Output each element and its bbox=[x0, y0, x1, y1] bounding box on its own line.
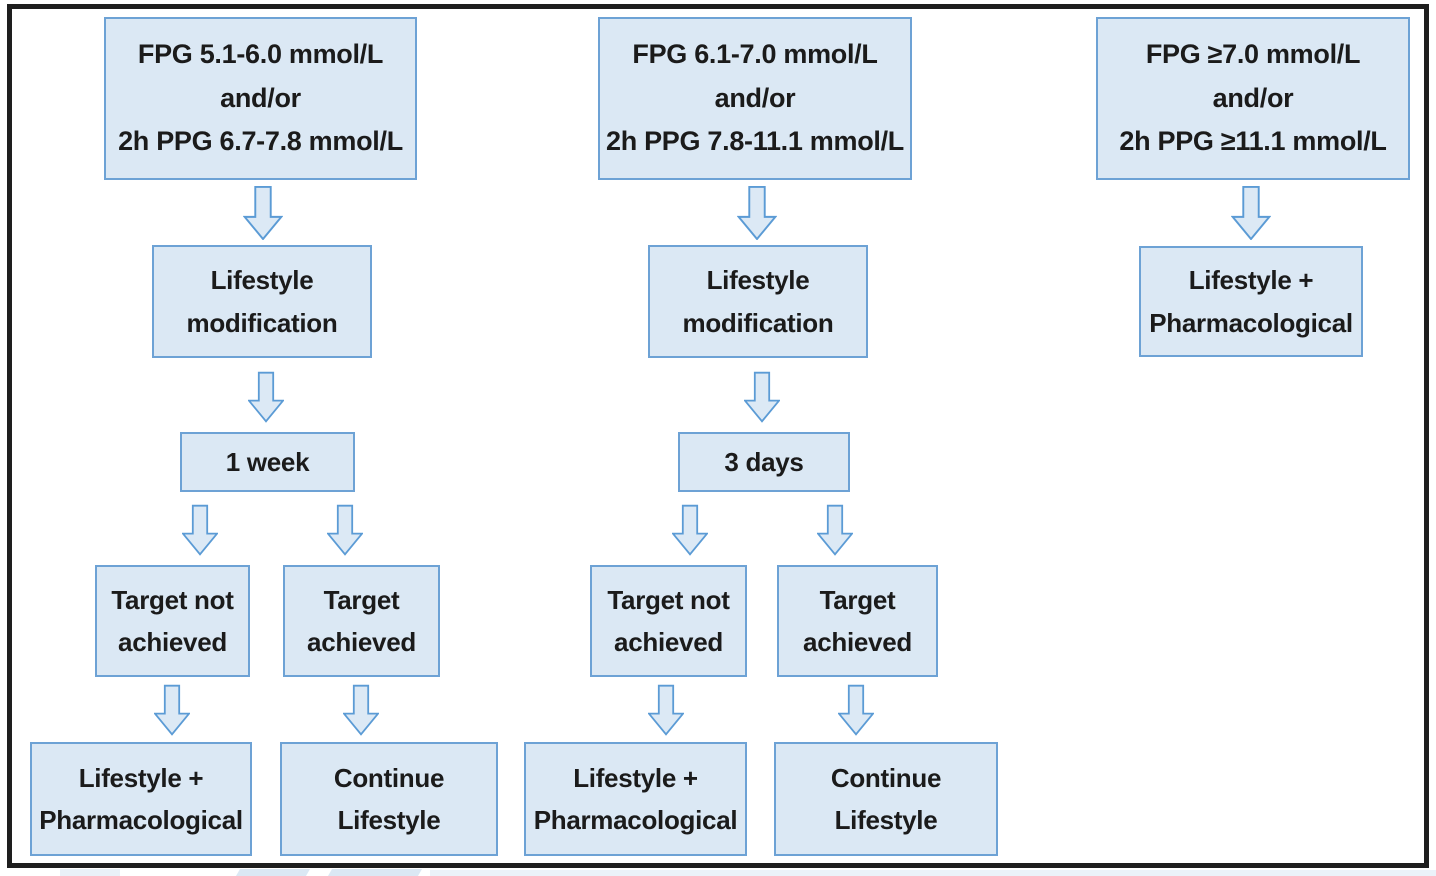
outcome-continue-lifestyle-box-column2: Continue Lifestyle bbox=[774, 742, 998, 856]
outcome-continue-lifestyle-box-column1: Continue Lifestyle bbox=[280, 742, 498, 856]
down-arrow-icon bbox=[343, 684, 379, 736]
down-arrow-icon bbox=[838, 684, 874, 736]
lifestyle-modification-box-column2: Lifestyle modification bbox=[648, 245, 868, 358]
down-arrow-icon bbox=[817, 502, 853, 558]
review-period-box-column2: 3 days bbox=[678, 432, 850, 492]
down-arrow-icon bbox=[248, 368, 284, 426]
watermark-fragment bbox=[430, 870, 1436, 876]
treatment-box-column3: Lifestyle + Pharmacological bbox=[1139, 246, 1363, 357]
review-period-box-column1: 1 week bbox=[180, 432, 355, 492]
down-arrow-icon bbox=[737, 186, 777, 240]
down-arrow-icon bbox=[182, 502, 218, 558]
criteria-box-column2: FPG 6.1-7.0 mmol/L and/or 2h PPG 7.8-11.… bbox=[598, 17, 912, 180]
outcome-pharmacological-box-column2: Lifestyle + Pharmacological bbox=[524, 742, 747, 856]
criteria-box-column3: FPG ≥7.0 mmol/L and/or 2h PPG ≥11.1 mmol… bbox=[1096, 17, 1410, 180]
down-arrow-icon bbox=[243, 186, 283, 240]
down-arrow-icon bbox=[1231, 186, 1271, 240]
down-arrow-icon bbox=[154, 684, 190, 736]
watermark-fragment bbox=[235, 869, 311, 876]
watermark-fragment bbox=[60, 869, 120, 876]
down-arrow-icon bbox=[648, 684, 684, 736]
down-arrow-icon bbox=[672, 502, 708, 558]
target-not-achieved-box-column1: Target not achieved bbox=[95, 565, 250, 677]
down-arrow-icon bbox=[744, 368, 780, 426]
outcome-pharmacological-box-column1: Lifestyle + Pharmacological bbox=[30, 742, 252, 856]
down-arrow-icon bbox=[327, 502, 363, 558]
target-not-achieved-box-column2: Target not achieved bbox=[590, 565, 747, 677]
watermark-fragment bbox=[327, 869, 423, 876]
criteria-box-column1: FPG 5.1-6.0 mmol/L and/or 2h PPG 6.7-7.8… bbox=[104, 17, 417, 180]
target-achieved-box-column2: Target achieved bbox=[777, 565, 938, 677]
lifestyle-modification-box-column1: Lifestyle modification bbox=[152, 245, 372, 358]
target-achieved-box-column1: Target achieved bbox=[283, 565, 440, 677]
